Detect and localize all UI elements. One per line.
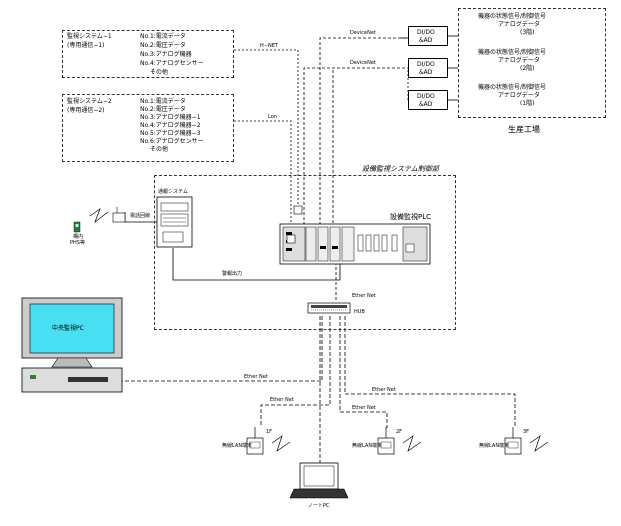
lan-1f-label: 無線LAN端末 [222, 443, 253, 449]
hnet-label: H−NET [260, 43, 278, 49]
notebook-pc-label: ノートPC [308, 503, 330, 509]
floor-2-label: (2階) [520, 65, 535, 72]
phone-device-icon [112, 207, 126, 223]
dido-box-2f: DI/DO &AD [408, 58, 448, 78]
system-1-item-1: No.1:電流データ [140, 33, 186, 40]
phs-label-2: PHS等 [70, 240, 85, 246]
system-2-item-7: その他 [150, 146, 169, 153]
lan-3f-label: 無線LAN端末 [479, 443, 510, 449]
system-2-item-4: No.4:アナログ機器−2 [140, 122, 201, 129]
hub-device [307, 302, 351, 314]
system-1-box [62, 30, 234, 78]
phs-label-1: 構内 [73, 234, 84, 240]
system-2-box [62, 94, 234, 162]
ethernet-label-1f: Ether Net [270, 397, 294, 403]
dido-box-3f: DI/DO &AD [408, 26, 448, 46]
factory-name: 生産工場 [508, 125, 540, 134]
alarm-output-label: 警報出力 [222, 271, 243, 277]
system-2-subtitle: (専用通信−2) [67, 107, 105, 114]
system-1-item-4: No.4:アナログセンサー [140, 60, 204, 67]
system-1-item-5: その他 [150, 69, 169, 76]
devicenet-label-upper: DeviceNet [350, 30, 376, 36]
ethernet-label-2f: Ether Net [352, 405, 376, 411]
system-2-item-2: No.2:電圧データ [140, 106, 186, 113]
system-2-item-5: No.5:アナログ機器−3 [140, 130, 201, 137]
lan-3f-floor: 3F [523, 429, 530, 435]
control-area-title: 設備監視システム制御部 [362, 165, 439, 173]
central-pc-label: 中央監視PC [52, 325, 84, 332]
lan-2f-floor: 2F [396, 429, 403, 435]
devicenet-label-lower: DeviceNet [350, 60, 376, 66]
notify-system-box [156, 196, 193, 248]
lan-2f-label: 無線LAN端末 [352, 443, 383, 449]
floor-2-line2: アナログデータ [498, 57, 540, 64]
lan-station-2f [377, 427, 395, 455]
ethernet-label-3f: Ether Net [372, 387, 396, 393]
floor-1-line1: 機器の状態信号/制御信号 [478, 84, 547, 91]
lon-label: Lon [268, 114, 277, 120]
floor-3-line2: アナログデータ [498, 21, 540, 28]
phs-icon [73, 221, 81, 233]
factory-box [458, 8, 606, 118]
plc-label: 設備監視PLC [390, 213, 432, 221]
notify-system-label: 通報システム [158, 189, 188, 195]
ethernet-label-hub: Ether Net [352, 293, 376, 299]
system-2-title: 監視システム−2 [67, 98, 112, 105]
control-area-box [154, 175, 456, 330]
system-2-item-6: No.6:アナログセンサー [140, 138, 204, 145]
floor-1-label: (1階) [520, 100, 535, 107]
dido-box-1f: DI/DO &AD [408, 90, 448, 110]
system-1-subtitle: (専用通信−1) [67, 42, 105, 49]
system-2-item-3: No.3:アナログ機器−1 [140, 114, 201, 121]
lan-1f-floor: 1F [266, 429, 273, 435]
floor-2-line1: 機器の状態信号/制御信号 [478, 49, 547, 56]
plc-rack [279, 223, 431, 265]
floor-3-label: (3階) [520, 29, 535, 36]
central-pc-icon [21, 297, 123, 393]
floor-3-line1: 機器の状態信号/制御信号 [478, 13, 547, 20]
lan-station-3f [504, 427, 522, 455]
system-2-item-1: No.1:電流データ [140, 98, 186, 105]
floor-1-line2: アナログデータ [498, 92, 540, 99]
system-1-item-3: No.3:アナログ機器 [140, 51, 192, 58]
system-1-item-2: No.2:電圧データ [140, 42, 186, 49]
lan-station-1f [246, 427, 264, 455]
notebook-pc-icon [289, 462, 349, 499]
hub-label: HUB [354, 309, 365, 315]
phone-line-label: 電話回線 [130, 213, 151, 219]
ethernet-label-pc: Ether Net [244, 374, 268, 380]
system-1-title: 監視システム−1 [67, 33, 112, 40]
